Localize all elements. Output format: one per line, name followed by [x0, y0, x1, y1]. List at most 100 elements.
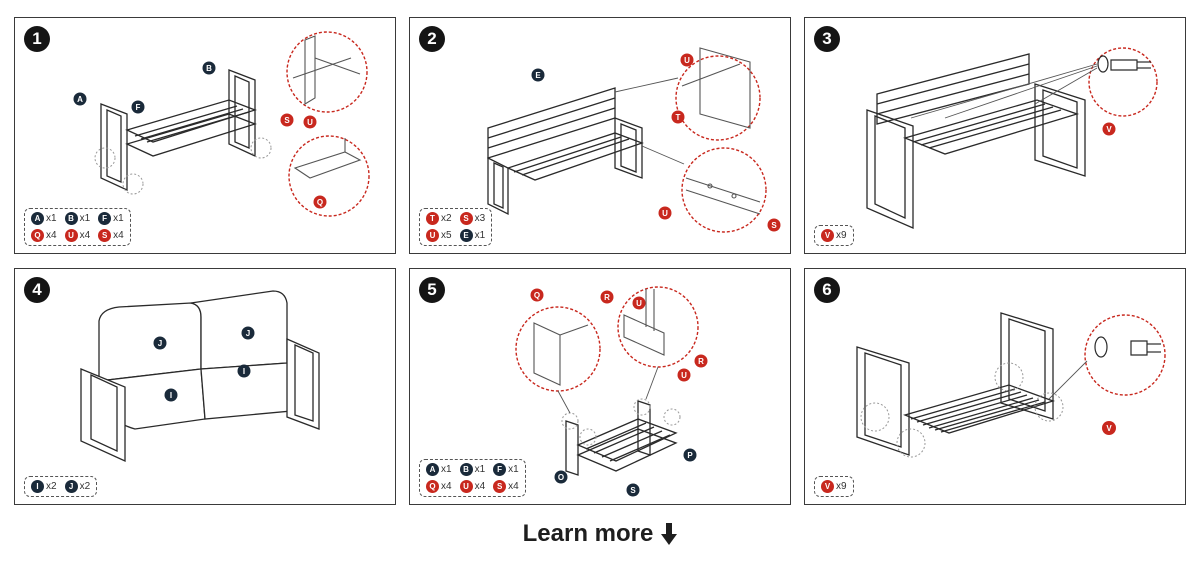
part-badge: J: [64, 480, 78, 493]
label-s: S: [630, 486, 636, 495]
label-b: B: [206, 64, 212, 73]
part-quantity: x1: [113, 213, 124, 224]
part-quantity: x1: [79, 213, 91, 224]
part-quantity: x1: [46, 213, 57, 224]
part-badge: S: [459, 212, 473, 225]
label-q: Q: [534, 291, 540, 300]
label-j-left: J: [158, 339, 162, 348]
label-f: F: [136, 103, 141, 112]
part-badge: F: [493, 463, 507, 476]
part-quantity: x1: [474, 464, 486, 475]
label-r-right: R: [698, 357, 704, 366]
part-quantity: x1: [508, 464, 519, 475]
step-3-illustration: V: [866, 47, 1158, 229]
label-e: E: [535, 71, 541, 80]
label-u: U: [307, 118, 313, 127]
part-quantity: x5: [441, 230, 452, 241]
part-quantity: x2: [441, 213, 452, 224]
part-badge: U: [459, 480, 473, 493]
part-quantity: x2: [46, 481, 57, 492]
part-badge: V: [821, 480, 834, 493]
part-quantity: x3: [474, 213, 486, 224]
part-badge: I: [31, 480, 44, 493]
part-badge: Q: [426, 480, 439, 493]
part-badge: B: [64, 212, 78, 225]
step-number: 3: [814, 26, 840, 52]
part-quantity: x4: [79, 230, 91, 241]
part-quantity: x9: [836, 481, 847, 492]
part-quantity: x2: [79, 481, 91, 492]
label-p: P: [687, 451, 693, 460]
part-quantity: x4: [508, 481, 519, 492]
label-i-right: I: [243, 367, 245, 376]
step-2-illustration: E U T U S: [487, 47, 781, 233]
part-badge: A: [426, 463, 439, 476]
learn-more-link[interactable]: Learn more: [0, 520, 1200, 548]
part-quantity: x4: [113, 230, 124, 241]
part-badge: E: [459, 229, 473, 242]
part-quantity: x1: [474, 230, 486, 241]
label-i-left: I: [170, 391, 172, 400]
part-badge: U: [426, 229, 439, 242]
part-quantity: x4: [474, 481, 486, 492]
step-number: 4: [24, 277, 50, 303]
part-badge: T: [426, 212, 439, 225]
label-v: V: [1106, 424, 1112, 433]
label-s: S: [284, 116, 290, 125]
step-number: 5: [419, 277, 445, 303]
label-v: V: [1106, 125, 1112, 134]
step-1-illustration: A B F S U Q: [73, 31, 370, 217]
part-badge: Q: [31, 229, 44, 242]
label-t: T: [676, 113, 681, 122]
part-quantity: x9: [836, 230, 847, 241]
arrow-down-icon: [661, 523, 678, 545]
label-u-top: U: [636, 299, 642, 308]
label-o: O: [558, 473, 564, 482]
label-u-top: U: [684, 56, 690, 65]
part-badge: B: [459, 463, 473, 476]
part-badge: F: [98, 212, 112, 225]
label-u-bottom: U: [662, 209, 668, 218]
label-u-bottom: U: [681, 371, 687, 380]
part-badge: A: [31, 212, 44, 225]
learn-more-label: Learn more: [522, 520, 654, 547]
step-number: 6: [814, 277, 840, 303]
label-r-left: R: [604, 293, 610, 302]
label-a: A: [77, 95, 83, 104]
step-number: 2: [419, 26, 445, 52]
